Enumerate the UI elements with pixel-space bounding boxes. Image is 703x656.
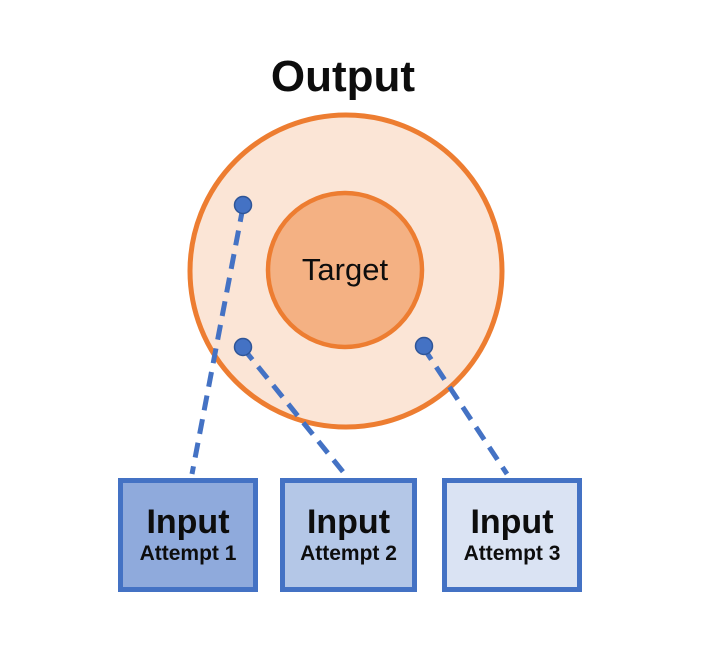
attempt-2-dot [233, 337, 253, 357]
input-box-attempt-1: Input Attempt 1 [118, 478, 258, 592]
input-box-3-sublabel: Attempt 3 [463, 541, 561, 565]
input-box-2-label: Input [306, 502, 391, 541]
input-box-1-label: Input [146, 502, 230, 541]
target-label: Target [301, 252, 389, 287]
connector-attempt-2 [241, 346, 346, 475]
attempt-3-dot [414, 336, 434, 356]
input-box-attempt-2: Input Attempt 2 [280, 478, 417, 592]
attempt-1-dot [233, 195, 253, 215]
connector-attempt-3 [420, 345, 510, 476]
input-box-2-sublabel: Attempt 2 [300, 541, 397, 565]
input-box-attempt-3: Input Attempt 3 [442, 478, 582, 592]
input-box-3-label: Input [470, 502, 554, 541]
input-box-1-sublabel: Attempt 1 [139, 541, 237, 565]
target-region-circle [265, 190, 425, 350]
connector-attempt-1 [189, 206, 246, 475]
diagram-title: Output [270, 52, 416, 101]
